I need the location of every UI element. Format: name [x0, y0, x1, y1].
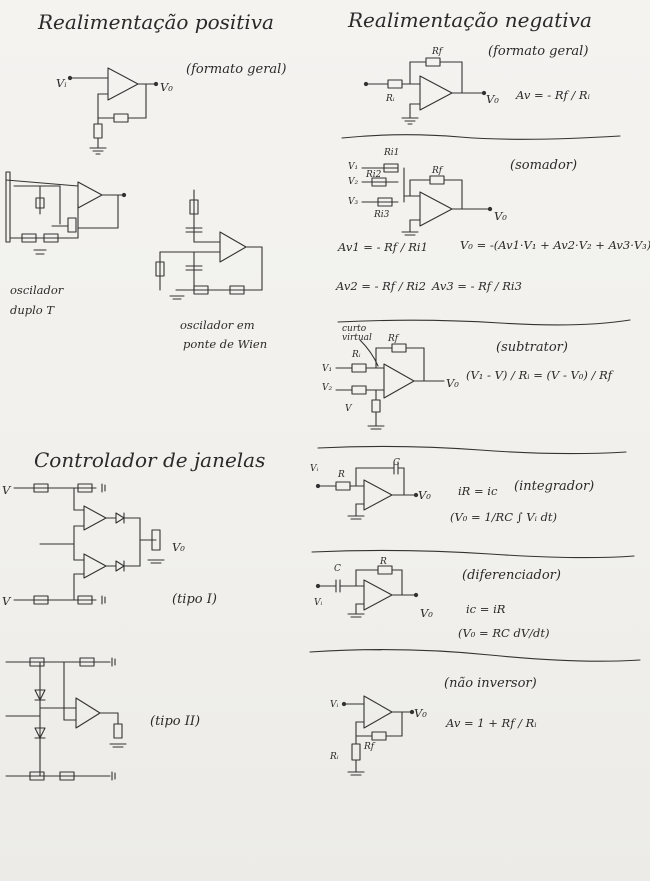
circuit-oscilador-duplo-t	[5, 171, 127, 255]
label-v3-somador: V₃	[348, 197, 359, 207]
circuit-diferenciador	[315, 565, 419, 618]
formula-v0-integrador: (V₀ = 1/RC ∫ Vᵢ dt)	[450, 510, 558, 524]
circuit-integrador	[315, 461, 419, 520]
label-v-subtrator: V	[345, 404, 352, 414]
label-oscilador-duplo-t-2: duplo T	[10, 303, 55, 317]
label-vi-pos: Vᵢ	[56, 76, 67, 90]
label-vi-diferenciador: Vᵢ	[314, 598, 323, 608]
circuit-janelas-tipo-1	[13, 483, 165, 605]
label-vo-diferenciador: V₀	[420, 606, 433, 620]
label-ri2: Ri2	[366, 170, 382, 180]
label-v0-tipo1: V₀	[172, 540, 185, 554]
label-vo-neg: V₀	[486, 92, 499, 106]
label-integrador: (integrador)	[514, 479, 595, 494]
label-tipo-1: (tipo I)	[172, 592, 217, 607]
label-subtrator: (subtrator)	[496, 340, 568, 355]
formula-ir-ic: iR = ic	[458, 484, 498, 498]
label-vo-pos: V₀	[160, 80, 173, 94]
label-oscilador-wien-2: ponte de Wien	[183, 337, 268, 351]
label-rf-neg: Rf	[432, 47, 443, 57]
label-rf-subtrator: Rf	[388, 334, 399, 344]
label-oscilador-duplo-t-1: oscilador	[10, 283, 64, 297]
label-rf-nao-inversor: Rf	[364, 742, 375, 752]
label-v1-somador: V₁	[348, 162, 359, 172]
label-vo-nao-inversor: V₀	[414, 706, 427, 720]
formula-subtrator: (V₁ - V) / Rᵢ = (V - V₀) / Rf	[466, 368, 612, 382]
formula-av2: Av2 = - Rf / Ri2	[336, 279, 426, 293]
circuit-subtrator	[335, 339, 445, 430]
formula-ic-ir: ic = iR	[466, 602, 506, 616]
label-oscilador-wien-1: oscilador em	[180, 318, 255, 332]
label-r-diferenciador: R	[380, 557, 387, 567]
label-nao-inversor: (não inversor)	[444, 676, 537, 691]
label-c-integrador: C	[393, 458, 400, 468]
label-v-tipo1-top: V	[2, 483, 11, 497]
label-vo-somador: V₀	[494, 209, 507, 223]
circuit-somador	[361, 163, 493, 236]
label-formato-geral-pos: (formato geral)	[186, 62, 287, 77]
label-rf-somador: Rf	[432, 166, 443, 176]
title-realimentacao-negativa: Realimentação negativa	[348, 8, 592, 32]
label-c-diferenciador: C	[334, 564, 341, 574]
label-vo-subtrator: V₀	[446, 376, 459, 390]
label-vi-nao-inversor: Vᵢ	[330, 700, 339, 710]
label-ri1: Ri1	[384, 148, 400, 158]
label-v2-subtrator: V₂	[322, 383, 333, 393]
circuit-negativa-geral	[363, 57, 487, 125]
circuit-oscilador-wien	[155, 189, 263, 300]
label-vo-integrador: V₀	[418, 488, 431, 502]
formula-av-neg: Av = - Rf / Rᵢ	[516, 88, 590, 102]
divider-2	[337, 319, 631, 326]
formula-av1: Av1 = - Rf / Ri1	[338, 240, 428, 254]
formula-v0-somador: V₀ = -(Av1·V₁ + Av2·V₂ + Av3·V₃)	[460, 238, 650, 252]
label-vi-integrador: Vᵢ	[310, 464, 319, 474]
label-somador: (somador)	[510, 158, 578, 173]
label-v2-somador: V₂	[348, 177, 359, 187]
formula-av-nao-inversor: Av = 1 + Rf / Rᵢ	[446, 716, 537, 730]
label-ri-nao-inversor: Rᵢ	[330, 752, 339, 762]
label-formato-geral-neg: (formato geral)	[488, 44, 589, 59]
label-v-tipo1-bottom: V	[2, 594, 11, 608]
circuit-nao-inversor	[341, 695, 415, 776]
label-ri-neg: Rᵢ	[386, 94, 395, 104]
circuit-janelas-tipo-2	[5, 657, 127, 781]
label-v1-subtrator: V₁	[322, 364, 333, 374]
formula-v0-diferenciador: (V₀ = RC dV/dt)	[458, 626, 550, 640]
title-controlador-janelas: Controlador de janelas	[34, 448, 266, 472]
title-realimentacao-positiva: Realimentação positiva	[38, 10, 274, 34]
divider-1	[341, 134, 621, 140]
divider-4	[311, 549, 635, 559]
divider-3	[317, 445, 627, 455]
circuit-positiva-geral	[67, 67, 159, 155]
label-ri-subtrator: Rᵢ	[352, 350, 361, 360]
formula-av3: Av3 = - Rf / Ri3	[432, 279, 522, 293]
label-r-integrador: R	[338, 470, 345, 480]
label-ri3: Ri3	[374, 210, 390, 220]
label-tipo-2: (tipo II)	[150, 714, 201, 729]
label-curto: curto	[342, 324, 367, 334]
divider-5	[309, 649, 641, 662]
label-diferenciador: (diferenciador)	[462, 568, 561, 583]
label-virtual: virtual	[342, 333, 372, 343]
